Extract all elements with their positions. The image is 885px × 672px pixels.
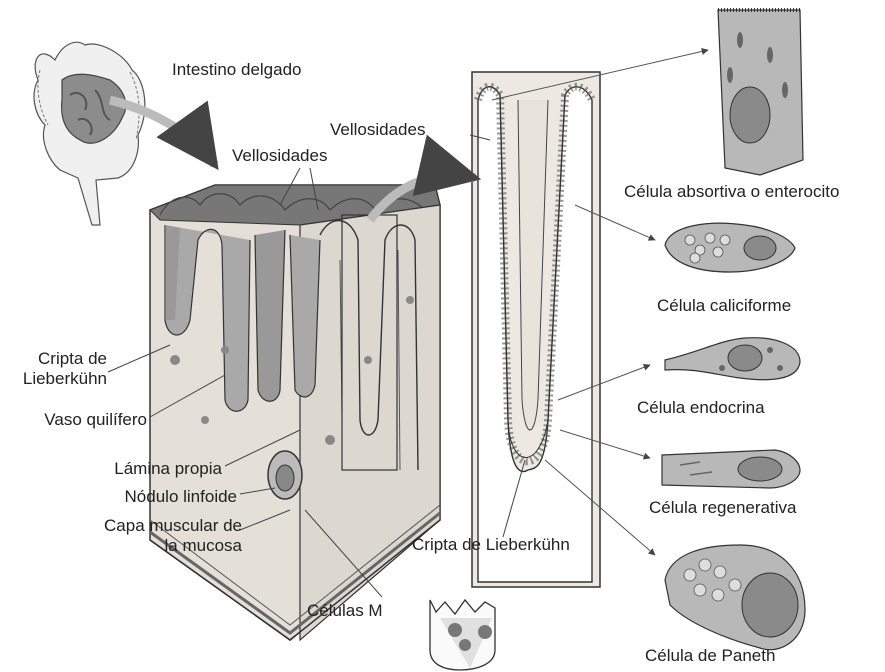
label-celula-absortiva: Célula absortiva o enterocito [624,182,839,202]
paneth-cell-drawing [665,545,805,650]
tissue-block-drawing [150,185,440,640]
villus-detail-drawing [472,72,600,587]
label-celula-paneth: Célula de Paneth [645,646,775,666]
enterocyte-drawing [718,10,803,175]
label-celulas-m: Células M [307,601,383,621]
regenerative-cell-drawing [662,450,800,488]
endocrine-cell-drawing [665,338,800,380]
label-nodulo-linfoide: Nódulo linfoide [125,487,237,507]
intestine-overview-drawing [34,42,145,225]
label-vellosidades-detail: Vellosidades [330,120,425,140]
label-cripta-lieberkuhn-center: Cripta de Lieberkühn [412,535,570,555]
m-cells-inset-drawing [430,600,495,670]
label-cripta-lieberkuhn-left: Cripta de Lieberkühn [23,349,107,389]
label-capa-muscular: Capa muscular de la mucosa [104,516,242,556]
label-vaso-quilifero: Vaso quilífero [44,410,147,430]
label-intestino-delgado: Intestino delgado [172,60,302,80]
label-lamina-propia: Lámina propia [114,459,222,479]
label-celula-regenerativa: Célula regenerativa [649,498,796,518]
label-vellosidades-block: Vellosidades [232,146,327,166]
label-celula-caliciforme: Célula caliciforme [657,296,791,316]
label-celula-endocrina: Célula endocrina [637,398,765,418]
goblet-cell-drawing [665,223,795,272]
